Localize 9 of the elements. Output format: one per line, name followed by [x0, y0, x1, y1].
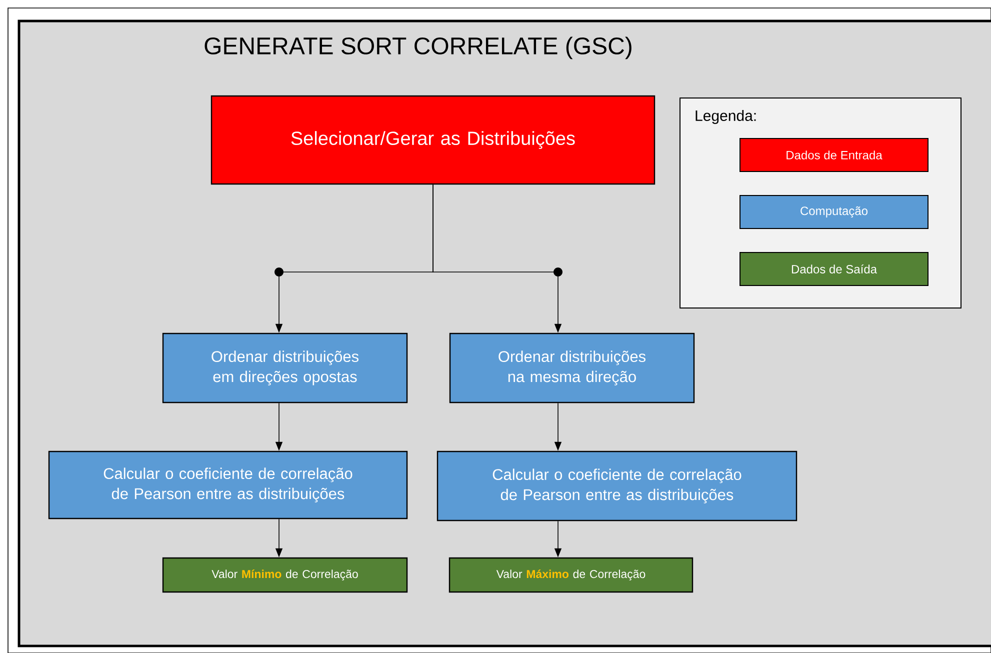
title: GENERATE SORT CORRELATE (GSC) [204, 36, 632, 60]
process-box: Calcular o coeficiente de correlação de Pearson entre as distribuições [48, 450, 408, 520]
output-box: Valor Máximo de Correlação [448, 557, 694, 593]
legend-heading: Legenda: [696, 110, 756, 124]
process-box: Calcular o coeficiente de correlação de Pearson entre as distribuições [436, 450, 798, 522]
output-box: Valor Mínimo de Correlação [162, 557, 408, 593]
input-box: Selecionar/Gerar as Distribuições [210, 95, 656, 185]
process-box: Ordenar distribuições na mesma direção [449, 332, 695, 404]
process-box: Ordenar distribuições em direções opostas [162, 332, 408, 404]
